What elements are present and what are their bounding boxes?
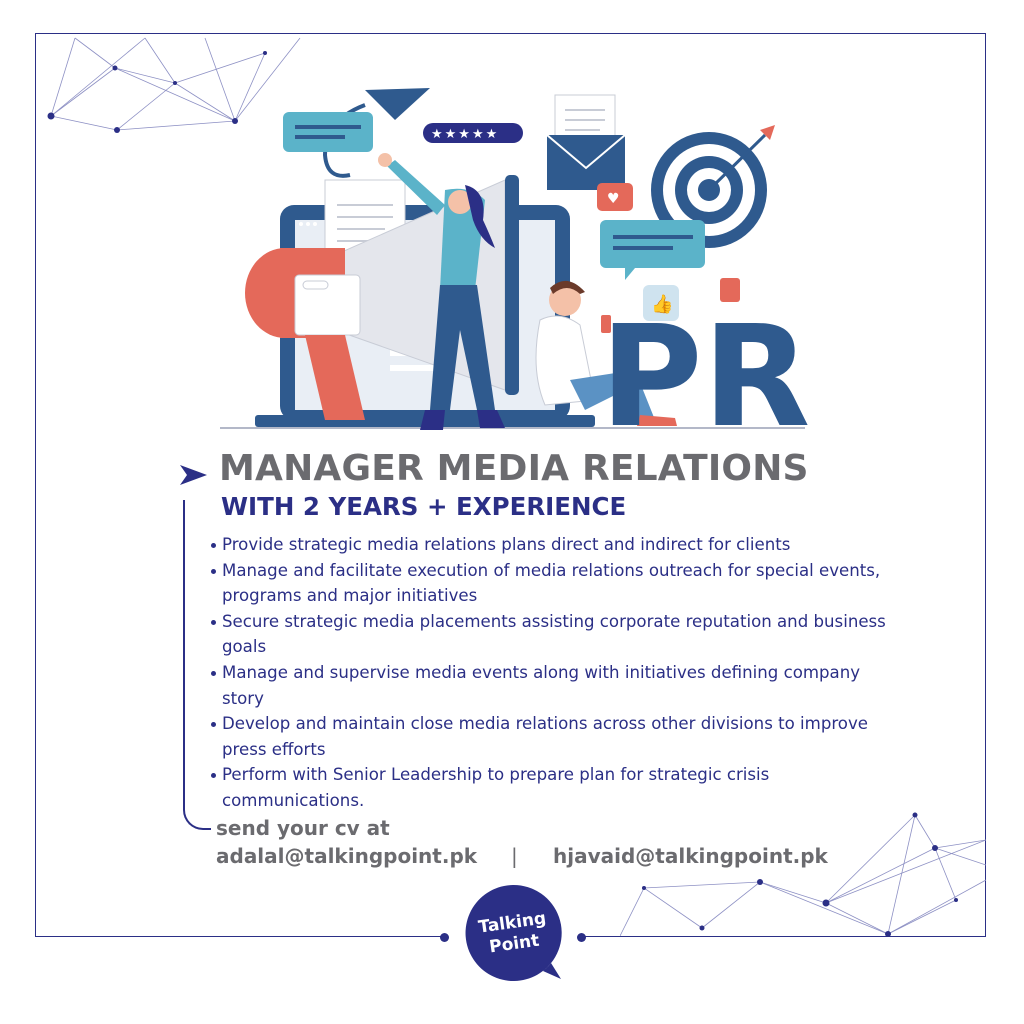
list-item: Manage and facilitate execution of media… — [209, 558, 889, 609]
email-link-1[interactable]: adalal@talkingpoint.pk — [216, 844, 478, 868]
frame-dot-left — [440, 933, 449, 942]
responsibilities-list: Provide strategic media relations plans … — [209, 532, 889, 814]
list-item: Secure strategic media placements assist… — [209, 609, 889, 660]
network-decoration-top-left — [47, 37, 301, 133]
list-item: Perform with Senior Leadership to prepar… — [209, 762, 889, 813]
frame-dot-right — [577, 933, 586, 942]
woman-figure — [378, 153, 505, 430]
send-cv-label: send your cv at — [216, 816, 390, 840]
side-bracket — [183, 500, 211, 830]
job-title: MANAGER MEDIA RELATIONS — [219, 448, 809, 489]
talking-point-logo: Talking Point — [465, 884, 562, 981]
rating-stars: ★★★★★ — [431, 127, 499, 142]
list-item: Develop and maintain close media relatio… — [209, 711, 889, 762]
pr-letters: PR — [600, 296, 810, 440]
email-link-2[interactable]: hjavaid@talkingpoint.pk — [553, 844, 828, 868]
experience-subtitle: WITH 2 YEARS + EXPERIENCE — [221, 492, 627, 521]
svg-text:👍: 👍 — [651, 293, 673, 315]
arrow-bullet-icon — [180, 465, 207, 485]
network-decoration-bottom-right — [620, 812, 986, 937]
list-item: Provide strategic media relations plans … — [209, 532, 889, 558]
chat-bubble-icon — [283, 112, 373, 152]
svg-text:♥: ♥ — [607, 191, 620, 207]
rating-badge — [423, 123, 523, 143]
list-item: Manage and supervise media events along … — [209, 660, 889, 711]
coffee-cup-icon — [720, 278, 740, 302]
envelope-icon — [547, 135, 625, 190]
man-figure — [535, 280, 677, 426]
chat-bubble-right-icon — [600, 220, 705, 268]
thumbs-up-icon — [643, 285, 679, 321]
target-icon — [651, 125, 775, 248]
heart-icon — [597, 183, 633, 211]
email-separator: | — [511, 844, 518, 868]
pr-illustration: PR 👍 ★★★★★ ♥ — [220, 88, 810, 440]
paper-plane-icon — [365, 88, 430, 120]
